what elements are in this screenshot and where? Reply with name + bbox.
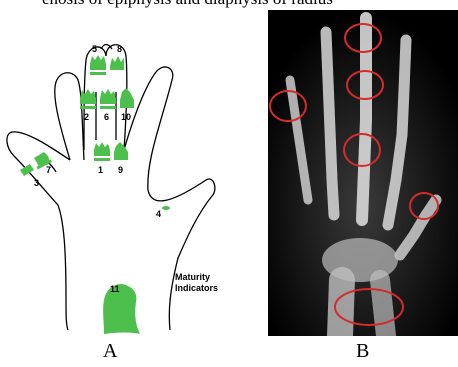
indicator-8 xyxy=(110,56,124,70)
indicator-1-bar xyxy=(94,158,110,161)
xray-bone-middle-finger xyxy=(362,18,366,220)
indicator-2-bar xyxy=(80,106,96,109)
xray-carpals xyxy=(322,238,398,282)
legend-subtitle: Indicators xyxy=(175,283,218,293)
label-11: 11 xyxy=(110,284,120,294)
label-2: 2 xyxy=(84,112,89,122)
panel-a-caption: A xyxy=(103,340,117,363)
label-3: 3 xyxy=(34,178,39,188)
indicator-1 xyxy=(94,142,110,156)
label-7: 7 xyxy=(46,165,51,175)
label-10: 10 xyxy=(121,112,131,122)
indicator-10 xyxy=(120,88,134,108)
label-6: 6 xyxy=(104,112,109,122)
indicator-3 xyxy=(20,164,34,176)
label-4: 4 xyxy=(156,209,161,219)
hand-diagram: 5 8 2 6 10 1 9 7 3 4 11 Maturity Indicat… xyxy=(0,0,258,340)
xray-bone-radius xyxy=(340,280,342,336)
indicator-11 xyxy=(103,284,140,334)
xray-bone-ulna xyxy=(380,280,386,336)
indicator-6-bar xyxy=(100,106,116,109)
hand-outline-index xyxy=(55,73,84,160)
panel-b-caption: B xyxy=(356,340,369,363)
label-5: 5 xyxy=(92,44,97,54)
label-1: 1 xyxy=(98,165,103,175)
indicator-5 xyxy=(90,55,106,70)
hand-xray xyxy=(268,10,458,336)
indicator-2 xyxy=(80,89,96,104)
indicator-5-bar xyxy=(90,72,106,75)
indicator-6 xyxy=(100,89,116,104)
indicator-4 xyxy=(162,206,170,210)
legend-title: Maturity xyxy=(175,272,210,282)
label-8: 8 xyxy=(117,44,122,54)
label-9: 9 xyxy=(118,165,123,175)
